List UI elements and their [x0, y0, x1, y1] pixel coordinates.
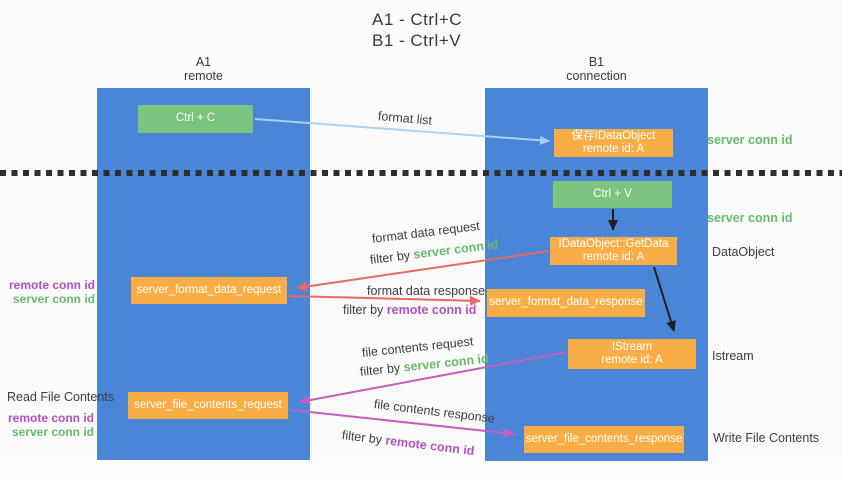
- label-file-contents-response: file contents response: [373, 397, 496, 426]
- label-conn-ids-format: remote conn id server conn id: [0, 278, 95, 306]
- node-file-response-label: server_file_contents_response: [525, 432, 683, 445]
- label-filter-by-remote-conn-id-1: filter by remote conn id: [343, 303, 476, 317]
- label-write-file-contents: Write File Contents: [713, 431, 820, 445]
- node-save-idataobject: 保存IDataObject remote id: A: [554, 129, 673, 157]
- node-istream: IStream remote id: A: [568, 339, 696, 369]
- node-save-idataobject-line2: remote id: A: [582, 143, 645, 155]
- node-istream-line1: IStream: [611, 340, 653, 353]
- node-ctrl-c: Ctrl + C: [138, 105, 253, 133]
- label-read-file-contents: Read File Contents: [7, 390, 115, 404]
- title-line-1: A1 - Ctrl+C: [372, 10, 463, 29]
- node-save-idataobject-line1: 保存IDataObject: [571, 129, 656, 142]
- label-remote-conn-id-format: remote conn id: [8, 278, 95, 292]
- server-conn-id-text: server conn id: [402, 351, 490, 375]
- label-server-conn-id-format: server conn id: [12, 292, 95, 306]
- remote-conn-id-text: remote conn id: [384, 433, 476, 459]
- column-b1-subtitle: connection: [566, 69, 627, 83]
- node-server-format-data-response: server_format_data_response: [487, 289, 645, 317]
- node-idataobject-getdata: IDataObject::GetData remote id: A: [550, 237, 677, 265]
- filter-by-text: filter by: [359, 360, 405, 379]
- node-format-response-label: server_format_data_response: [489, 296, 643, 309]
- column-a1-subtitle: remote: [184, 69, 223, 83]
- label-server-conn-id-file: server conn id: [11, 425, 94, 439]
- node-ctrl-v: Ctrl + V: [553, 181, 672, 208]
- label-filter-by-remote-conn-id-2: filter by remote conn id: [341, 428, 475, 458]
- filter-by-text: filter by: [341, 428, 387, 448]
- label-server-conn-id-top: server conn id: [707, 133, 793, 147]
- column-header-a1: A1 remote: [97, 55, 310, 83]
- column-b1-name: B1: [588, 55, 605, 69]
- label-format-list: format list: [377, 109, 433, 128]
- remote-conn-id-text: remote conn id: [386, 303, 477, 317]
- dotted-separator: [0, 170, 842, 176]
- node-getdata-line1: IDataObject::GetData: [558, 237, 669, 250]
- node-server-file-contents-request: server_file_contents_request: [128, 392, 288, 419]
- label-remote-conn-id-file: remote conn id: [7, 411, 94, 425]
- label-istream: Istream: [712, 349, 754, 363]
- node-ctrl-c-label: Ctrl + C: [175, 112, 216, 125]
- label-dataobject: DataObject: [712, 245, 775, 259]
- column-a1-name: A1: [195, 55, 212, 69]
- filter-by-text: filter by: [369, 247, 415, 267]
- node-istream-line2: remote id: A: [601, 354, 663, 366]
- node-server-file-contents-response: server_file_contents_response: [524, 426, 684, 453]
- label-format-data-response: format data response: [367, 284, 486, 298]
- node-server-format-data-request: server_format_data_request: [131, 277, 287, 304]
- label-server-conn-id-mid: server conn id: [707, 211, 793, 225]
- node-getdata-line2: remote id: A: [582, 251, 645, 263]
- node-ctrl-v-label: Ctrl + V: [593, 187, 632, 200]
- filter-by-text: filter by: [343, 303, 387, 317]
- node-file-request-label: server_file_contents_request: [134, 398, 282, 411]
- label-conn-ids-file: remote conn id server conn id: [0, 411, 94, 439]
- title-line-2: B1 - Ctrl+V: [372, 31, 462, 50]
- column-header-b1: B1 connection: [485, 55, 708, 83]
- diagram-title: A1 - Ctrl+C B1 - Ctrl+V: [372, 9, 462, 51]
- node-format-request-label: server_format_data_request: [136, 283, 282, 296]
